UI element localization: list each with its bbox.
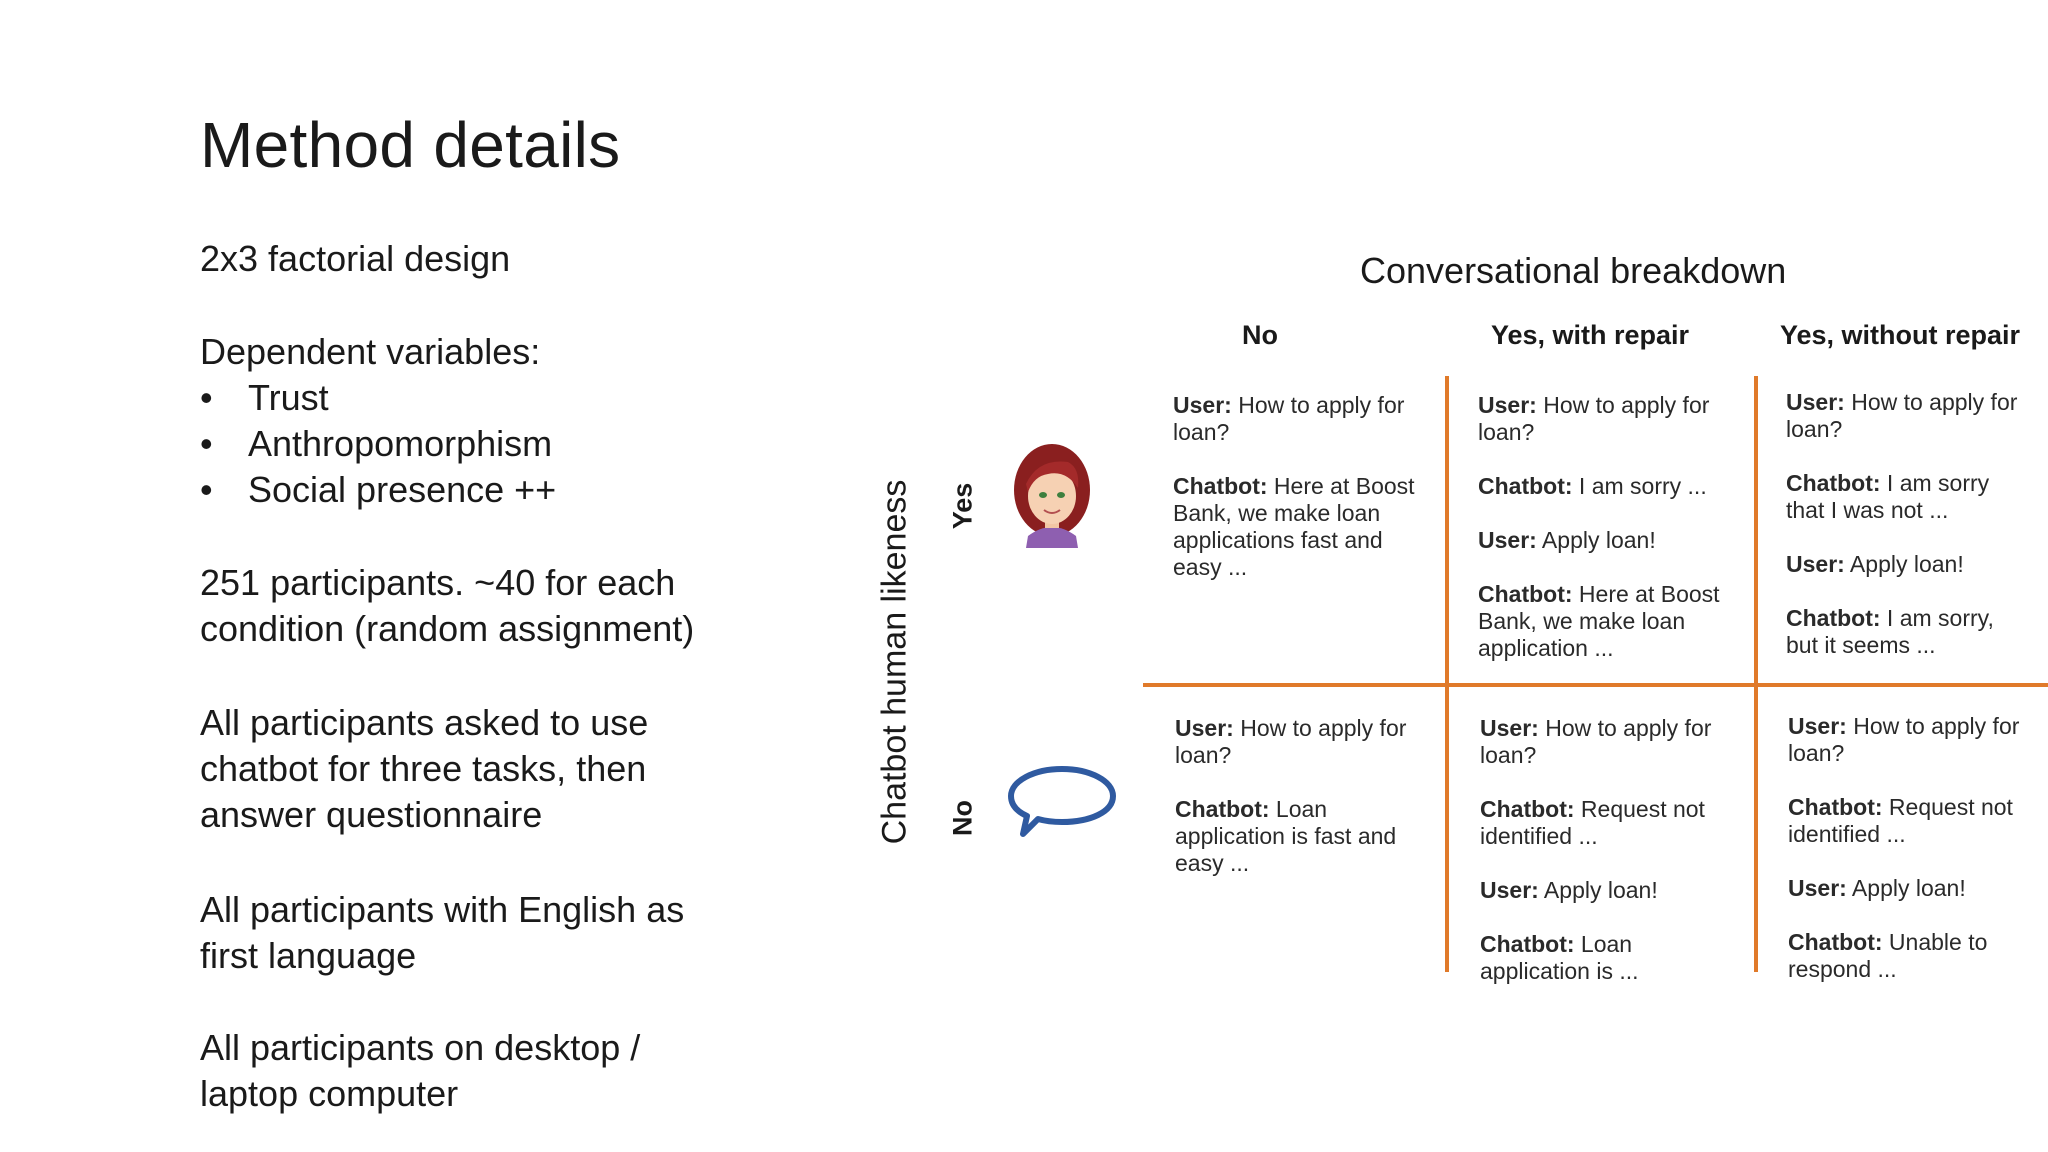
cell-yes-without-repair: User: How to apply for loan? Chatbot: I … [1786,389,2026,686]
dialog-line: Chatbot: I am sorry ... [1478,473,1707,499]
dialog-line: User: Apply loan! [1788,875,1966,901]
bullet-icon: • [200,423,213,464]
dv-item: • Social presence ++ [200,467,760,513]
column-header-with-repair: Yes, with repair [1490,320,1690,350]
design-text: 2x3 factorial design [200,238,511,279]
slide-title: Method details [200,109,621,181]
dependent-variables: Dependent variables: • Trust • Anthropom… [200,329,760,513]
female-avatar-icon [1008,440,1096,548]
dialog-line: Chatbot: Here at Boost Bank, we make loa… [1173,473,1415,580]
grid-line-horizontal [1143,683,2048,687]
dialog-line: User: Apply loan! [1480,877,1658,903]
column-header-no: No [1242,320,1278,350]
dialog-line: User: Apply loan! [1478,527,1656,553]
row-label-no: No [947,800,978,836]
language-text: All participants with English as first l… [200,889,685,976]
grid-line-vertical-1 [1445,376,1449,972]
dialog-line: Chatbot: I am sorry that I was not ... [1786,470,1990,523]
row-label-yes: Yes [947,482,978,530]
bullet-icon: • [200,377,213,418]
dv-heading: Dependent variables: [200,331,541,372]
cell-no-with-repair: User: How to apply for loan? Chatbot: Re… [1480,715,1730,1012]
dialog-line: User: How to apply for loan? [1175,715,1407,768]
column-header-without-repair: Yes, without repair [1779,320,2021,350]
dialog-line: Chatbot: Unable to respond ... [1788,929,1988,982]
dialog-line: Chatbot: Loan application is ... [1480,931,1639,984]
dialog-line: Chatbot: Request not identified ... [1788,794,2013,847]
dialog-line: User: How to apply for loan? [1478,392,1710,445]
bullet-icon: • [200,469,213,510]
device-text: All participants on desktop / laptop com… [200,1027,641,1114]
speech-bubble-icon [1005,764,1119,842]
dialog-line: User: How to apply for loan? [1786,389,2018,442]
tasks-text: All participants asked to use chatbot fo… [200,702,649,835]
cell-no-without-repair: User: How to apply for loan? Chatbot: Re… [1788,713,2033,1010]
cell-yes-no: User: How to apply for loan? Chatbot: He… [1173,392,1418,608]
dialog-line: User: Apply loan! [1786,551,1964,577]
dv-item: • Anthropomorphism [200,421,760,467]
cell-no-no: User: How to apply for loan? Chatbot: Lo… [1175,715,1420,904]
dialog-line: Chatbot: I am sorry, but it seems ... [1786,605,1994,658]
grid-line-vertical-2 [1754,376,1758,972]
figure-heading: Conversational breakdown [1360,250,1787,291]
cell-yes-with-repair: User: How to apply for loan? Chatbot: I … [1478,392,1728,689]
dialog-line: Chatbot: Loan application is fast and ea… [1175,796,1397,876]
participants-text: 251 participants. ~40 for each condition… [200,562,695,649]
dialog-line: Chatbot: Here at Boost Bank, we make loa… [1478,581,1720,661]
dialog-line: Chatbot: Request not identified ... [1480,796,1705,849]
dialog-line: User: How to apply for loan? [1788,713,2020,766]
dv-item: • Trust [200,375,760,421]
dialog-line: User: How to apply for loan? [1480,715,1712,768]
axis-label: Chatbot human likeness [875,479,914,845]
dialog-line: User: How to apply for loan? [1173,392,1405,445]
